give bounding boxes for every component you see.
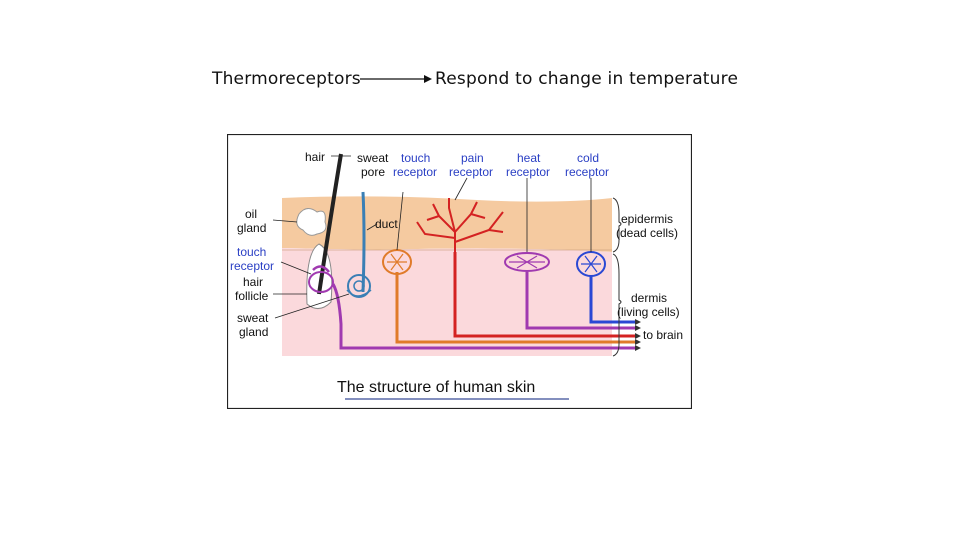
hair-shaft (317, 153, 343, 295)
thermoreceptor-description: Respond to change in temperature (435, 69, 739, 89)
label-touch-receptor-left-1: touch (237, 245, 266, 259)
right-arrow-icon (360, 72, 432, 91)
label-sweat-gland-2: gland (239, 325, 268, 339)
pain-nerve (453, 252, 637, 338)
label-epidermis-1: epidermis (621, 212, 673, 226)
label-cold-receptor-1: cold (577, 151, 599, 165)
pain-receptor-branches (416, 198, 504, 252)
touch-nerve (395, 272, 637, 344)
label-dermis-2: (living cells) (617, 305, 680, 319)
thermoreceptors-term: Thermoreceptors (212, 69, 361, 89)
label-dermis-1: dermis (631, 291, 667, 305)
label-hair: hair (305, 150, 325, 164)
follicle-touch-receptor (308, 271, 334, 293)
cold-nerve (589, 276, 637, 324)
label-hair-follicle-2: follicle (235, 289, 269, 303)
epidermis-bracket (612, 197, 622, 253)
sweat-gland-coil (347, 274, 371, 298)
label-cold-receptor-2: receptor (565, 165, 609, 179)
dermis-bracket (612, 253, 622, 357)
heat-nerve (525, 272, 637, 330)
label-touch-receptor-top-2: receptor (393, 165, 437, 179)
label-sweat-pore-2: pore (361, 165, 385, 179)
label-touch-receptor-left-2: receptor (230, 259, 274, 273)
label-heat-receptor-1: heat (517, 151, 541, 165)
label-sweat-gland-1: sweat (237, 311, 269, 325)
label-oil-gland-2: gland (237, 221, 266, 235)
label-to-brain: to brain (643, 328, 683, 342)
oil-gland (296, 208, 327, 236)
label-hair-follicle-1: hair (243, 275, 263, 289)
heat-receptor-bulb (504, 252, 550, 272)
label-oil-gland-1: oil (245, 207, 257, 221)
label-heat-receptor-2: receptor (506, 165, 550, 179)
label-sweat-pore-1: sweat (357, 151, 389, 165)
skin-structure-diagram: hair sweat pore touch receptor pain rece… (227, 134, 692, 409)
label-touch-receptor-top-1: touch (401, 151, 430, 165)
label-pain-receptor-1: pain (461, 151, 484, 165)
label-pain-receptor-2: receptor (449, 165, 493, 179)
follicle-nerve (331, 283, 637, 350)
diagram-caption: The structure of human skin (337, 379, 535, 396)
label-epidermis-2: (dead cells) (616, 226, 678, 240)
to-brain-arrowheads (635, 319, 641, 351)
label-duct: duct (375, 217, 398, 231)
sweat-duct (361, 191, 366, 293)
